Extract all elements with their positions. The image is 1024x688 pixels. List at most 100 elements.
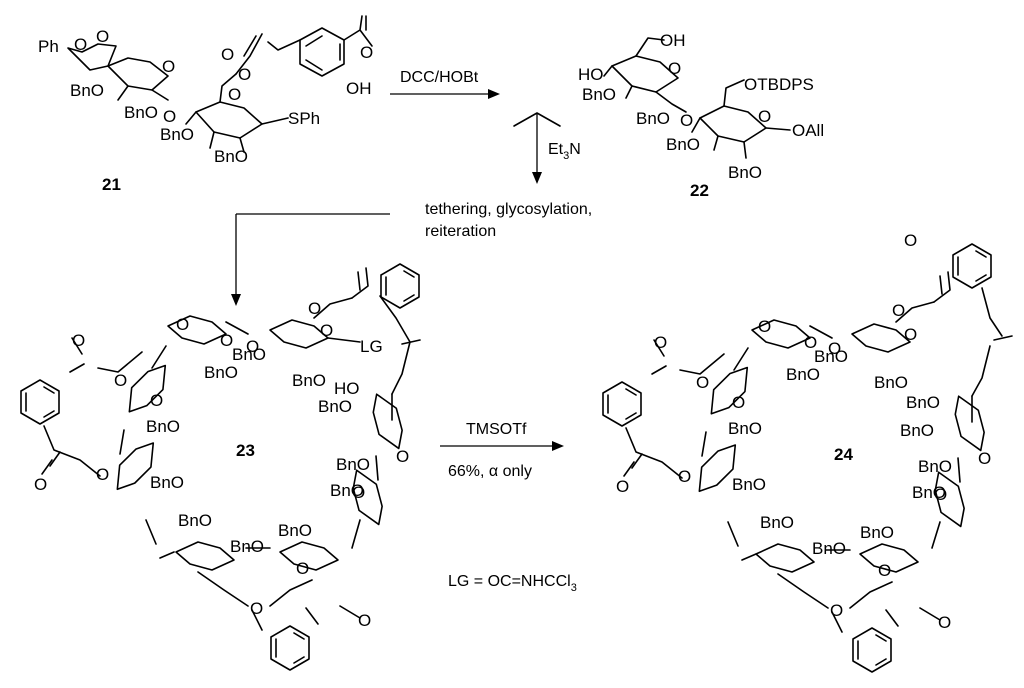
compound-22-structure: OH HO O BnO BnO O OTBDPS BnO O OAll BnO … <box>578 31 824 200</box>
c23-label-5: BnO <box>204 363 238 382</box>
legend-leaving-group: LG = OC=NHCCl3 <box>448 573 577 594</box>
c21-label-9: O <box>228 85 241 104</box>
c24-label-27: O <box>904 231 917 250</box>
compound-24-number: 24 <box>834 445 853 464</box>
step1-reagent-top: DCC/HOBt <box>400 69 479 86</box>
c23-label-8: BnO <box>292 371 326 390</box>
compound-22-number: 22 <box>690 181 709 200</box>
step3-arrow <box>440 441 564 451</box>
c24-label-23: O <box>616 477 629 496</box>
compound-24-structure: O O O O O BnO BnO BnO BnO O BnO O BnO Bn… <box>602 231 1013 673</box>
c24-label-8: BnO <box>906 393 940 412</box>
c23-label-26: O <box>250 599 263 618</box>
c23-label-0: O <box>176 315 189 334</box>
c24-label-24: O <box>678 467 691 486</box>
c24-label-9: O <box>978 449 991 468</box>
c23-label-27: O <box>358 611 371 630</box>
c21-label-1: O <box>74 35 87 54</box>
c23-label-7: BnO <box>232 345 266 364</box>
compound-23-number: 23 <box>236 441 255 460</box>
c21-label-0: Ph <box>38 37 59 56</box>
step1-reagent-base: Et3N <box>548 141 581 162</box>
c24-label-2: O <box>828 339 841 358</box>
c23-label-12: O <box>352 483 365 502</box>
c23-label-11: BnO <box>318 397 352 416</box>
step2-line2: reiteration <box>425 223 496 240</box>
c22-label-10: BnO <box>728 163 762 182</box>
c21-label-3: O <box>162 57 175 76</box>
c23-label-25: O <box>96 465 109 484</box>
c24-label-5: BnO <box>786 365 820 384</box>
c22-label-2: O <box>668 59 681 78</box>
c23-label-16: BnO <box>230 537 264 556</box>
c24-label-10: BnO <box>900 421 934 440</box>
c24-label-25: O <box>830 601 843 620</box>
c23-label-2: O <box>246 337 259 356</box>
c24-label-14: BnO <box>860 523 894 542</box>
c21-label-13: SPh <box>288 109 320 128</box>
c22-label-4: BnO <box>636 109 670 128</box>
step2-line1: tethering, glycosylation, <box>425 201 592 218</box>
c21-label-7: O <box>221 45 234 64</box>
step3-yield: 66%, α only <box>448 463 532 480</box>
c23-label-15: BnO <box>278 521 312 540</box>
c24-label-7: BnO <box>874 373 908 392</box>
c23-label-19: BnO <box>150 473 184 492</box>
c24-label-18: BnO <box>732 475 766 494</box>
c22-label-1: HO <box>578 65 604 84</box>
c24-label-20: O <box>732 393 745 412</box>
c24-label-22: O <box>696 373 709 392</box>
c23-label-6: LG <box>360 337 383 356</box>
c23-label-1: O <box>220 331 233 350</box>
c23-label-23: O <box>114 371 127 390</box>
c21-label-2: O <box>96 27 109 46</box>
step3-reagent: TMSOTf <box>466 421 527 438</box>
c21-label-4: BnO <box>70 81 104 100</box>
c24-label-11: O <box>934 485 947 504</box>
c21-label-11: OH <box>346 79 372 98</box>
c23-label-13: BnO <box>336 455 370 474</box>
c22-label-0: OH <box>660 31 686 50</box>
c22-label-6: OTBDPS <box>744 75 814 94</box>
compound-21-number: 21 <box>102 175 121 194</box>
c23-label-3: O <box>308 299 321 318</box>
c23-label-18: BnO <box>178 511 212 530</box>
c23-label-9: HO <box>334 379 360 398</box>
c24-label-19: BnO <box>728 419 762 438</box>
step2-arrow <box>231 213 390 306</box>
c24-label-3: O <box>892 301 905 320</box>
c21-label-14: BnO <box>214 147 248 166</box>
c23-label-20: BnO <box>146 417 180 436</box>
c24-label-17: BnO <box>760 513 794 532</box>
step1-arrow <box>390 89 561 184</box>
c22-label-5: O <box>680 111 693 130</box>
c21-label-8: BnO <box>160 125 194 144</box>
c22-label-9: OAll <box>792 121 824 140</box>
c21-label-10: O <box>238 65 251 84</box>
c24-label-26: O <box>938 613 951 632</box>
c24-label-21: O <box>654 333 667 352</box>
c24-label-0: O <box>758 317 771 336</box>
c22-label-3: BnO <box>582 85 616 104</box>
c24-label-12: BnO <box>918 457 952 476</box>
c21-label-5: BnO <box>124 103 158 122</box>
compound-21-structure: Ph O O O BnO BnO O O BnO O O OH O SPh Bn… <box>38 15 373 194</box>
c24-label-6: BnO <box>814 347 848 366</box>
c24-label-15: BnO <box>812 539 846 558</box>
c24-label-13: BnO <box>912 483 946 502</box>
c23-label-14: BnO <box>330 481 364 500</box>
c21-label-6: O <box>163 107 176 126</box>
c23-label-22: O <box>72 331 85 350</box>
c24-label-1: O <box>804 333 817 352</box>
c24-label-16: O <box>878 561 891 580</box>
compound-23-structure: O O O O O BnO LG BnO BnO HO O BnO O BnO … <box>20 263 421 671</box>
c23-label-17: O <box>296 559 309 578</box>
c24-label-4: O <box>904 325 917 344</box>
c23-label-10: O <box>396 447 409 466</box>
c23-label-21: O <box>150 391 163 410</box>
c21-label-12: O <box>360 43 373 62</box>
c23-label-24: O <box>34 475 47 494</box>
c22-label-7: BnO <box>666 135 700 154</box>
c22-label-8: O <box>758 107 771 126</box>
